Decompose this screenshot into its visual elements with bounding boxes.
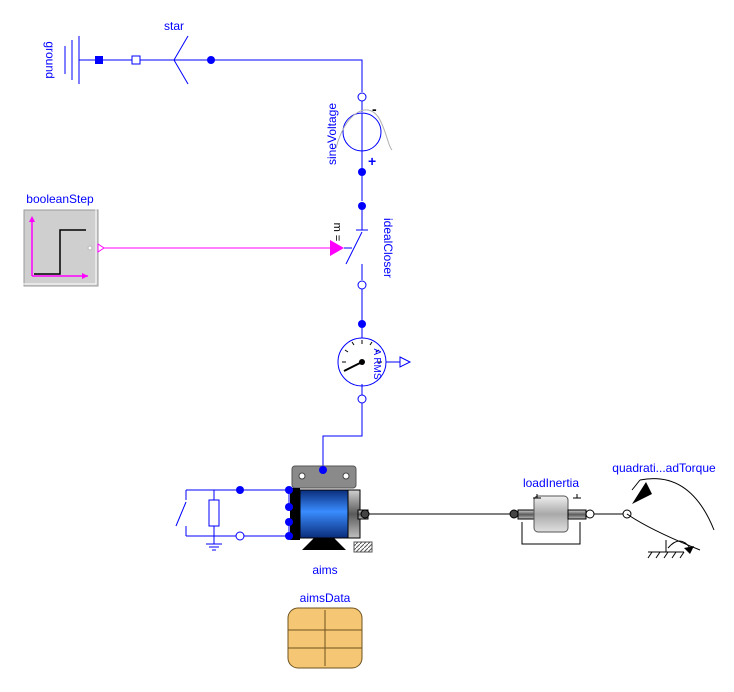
booleanstep-label: booleanStep [26, 192, 94, 206]
closer-pin-p[interactable] [358, 202, 366, 210]
quadratic-curve [626, 513, 701, 551]
closer-control-input[interactable] [330, 240, 344, 256]
sinevoltage-pin-p[interactable] [358, 168, 366, 176]
wire-arms-aims[interactable] [322, 402, 363, 466]
aims-plug-pin[interactable] [319, 466, 327, 474]
aims-label: aims [312, 563, 337, 577]
closer-m-label: m = [331, 223, 343, 242]
closer-label: idealCloser [381, 218, 395, 278]
star-label: star [164, 19, 184, 33]
wire-star-sinevoltage[interactable] [210, 59, 363, 92]
star-component[interactable]: star [131, 19, 215, 85]
quadratic-torque-component[interactable]: quadrati...adTorque [612, 461, 716, 559]
sinevoltage-minus: - [372, 101, 377, 117]
network-pin-top[interactable] [236, 486, 244, 494]
aims-machine[interactable]: aims [285, 465, 373, 577]
load-inertia-component[interactable]: loadInertia [509, 476, 595, 545]
ground-component[interactable]: ground [43, 36, 103, 84]
current-rms-sensor[interactable]: A RMS [337, 320, 412, 404]
sinevoltage-label: sineVoltage [325, 103, 339, 165]
loadinertia-flange-b[interactable] [585, 509, 595, 519]
torque-arrow-icon [632, 482, 652, 504]
aims-pin-3[interactable] [285, 486, 293, 494]
aims-pin-1[interactable] [285, 503, 293, 511]
loadinertia-body [533, 495, 569, 533]
aims-foot [302, 538, 346, 550]
aims-support [353, 541, 373, 553]
boolean-step-component[interactable]: booleanStep [21, 192, 105, 287]
aims-stator [299, 489, 349, 539]
star-pin-right[interactable] [207, 56, 215, 64]
sine-wave-icon [335, 109, 393, 151]
step-signal-icon [34, 229, 86, 275]
arms-dial-ticks [342, 340, 382, 363]
star-pin-left[interactable] [131, 55, 141, 65]
ideal-closer-component[interactable]: m = idealCloser [330, 202, 395, 290]
sinevoltage-pin-n[interactable] [357, 92, 367, 102]
arms-label: A RMS [371, 348, 382, 379]
booleanstep-output-pin[interactable] [97, 243, 105, 253]
aims-flange[interactable] [360, 509, 370, 519]
network-pin-bottom[interactable] [235, 531, 245, 541]
loadinertia-flange-a[interactable] [509, 509, 519, 519]
arms-pin-p[interactable] [358, 320, 366, 328]
closer-pin-n[interactable] [357, 280, 367, 290]
ground-label: ground [43, 41, 57, 78]
aimsdata-label: aimsData [300, 591, 351, 605]
arms-needle [343, 361, 363, 372]
ground-pin[interactable] [95, 56, 103, 64]
quadratic-label: quadrati...adTorque [612, 461, 716, 475]
sine-voltage-component[interactable]: - + sineVoltage [325, 92, 393, 176]
aims-data-record[interactable]: aimsData [287, 591, 363, 669]
star-delta-network [175, 486, 245, 551]
arms-pin-n[interactable] [357, 394, 367, 404]
closer-blade [345, 231, 363, 265]
aims-pin-4[interactable] [285, 532, 293, 540]
aims-pin-2[interactable] [285, 518, 293, 526]
sinevoltage-plus: + [368, 153, 376, 169]
arms-output-pin[interactable] [399, 356, 412, 368]
resistor-body [208, 499, 220, 527]
loadinertia-label: loadInertia [523, 476, 579, 490]
aims-end-left [290, 488, 300, 540]
aims-terminal-box [291, 465, 357, 489]
switch-blade [175, 501, 187, 527]
wires [103, 59, 363, 537]
